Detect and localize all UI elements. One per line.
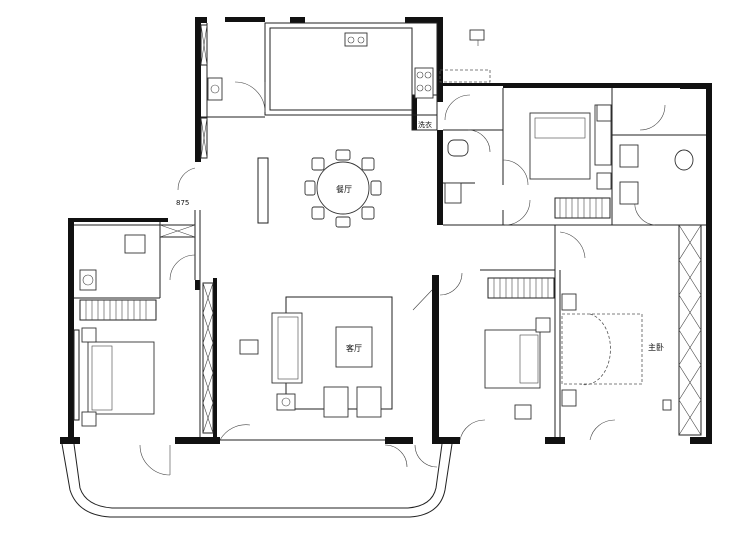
balcony	[61, 443, 453, 518]
living-set	[239, 296, 393, 418]
label-living: 客厅	[346, 343, 362, 353]
dimension-opening: 875	[176, 199, 189, 207]
bedroom-3-furniture	[79, 234, 157, 427]
label-master-bedroom: 主卧	[648, 342, 664, 352]
walls	[60, 17, 712, 444]
doors	[139, 81, 666, 476]
master-furniture	[484, 277, 672, 420]
dining-set	[257, 149, 382, 228]
label-dining: 餐厅	[336, 185, 352, 194]
windows	[73, 24, 702, 436]
bedroom-2-furniture	[444, 104, 694, 219]
label-laundry: 洗衣	[418, 120, 432, 129]
labels: 餐厅 客厅 主卧 洗衣 875	[176, 120, 664, 353]
partitions	[74, 22, 706, 441]
kitchen-fixtures	[207, 29, 491, 101]
